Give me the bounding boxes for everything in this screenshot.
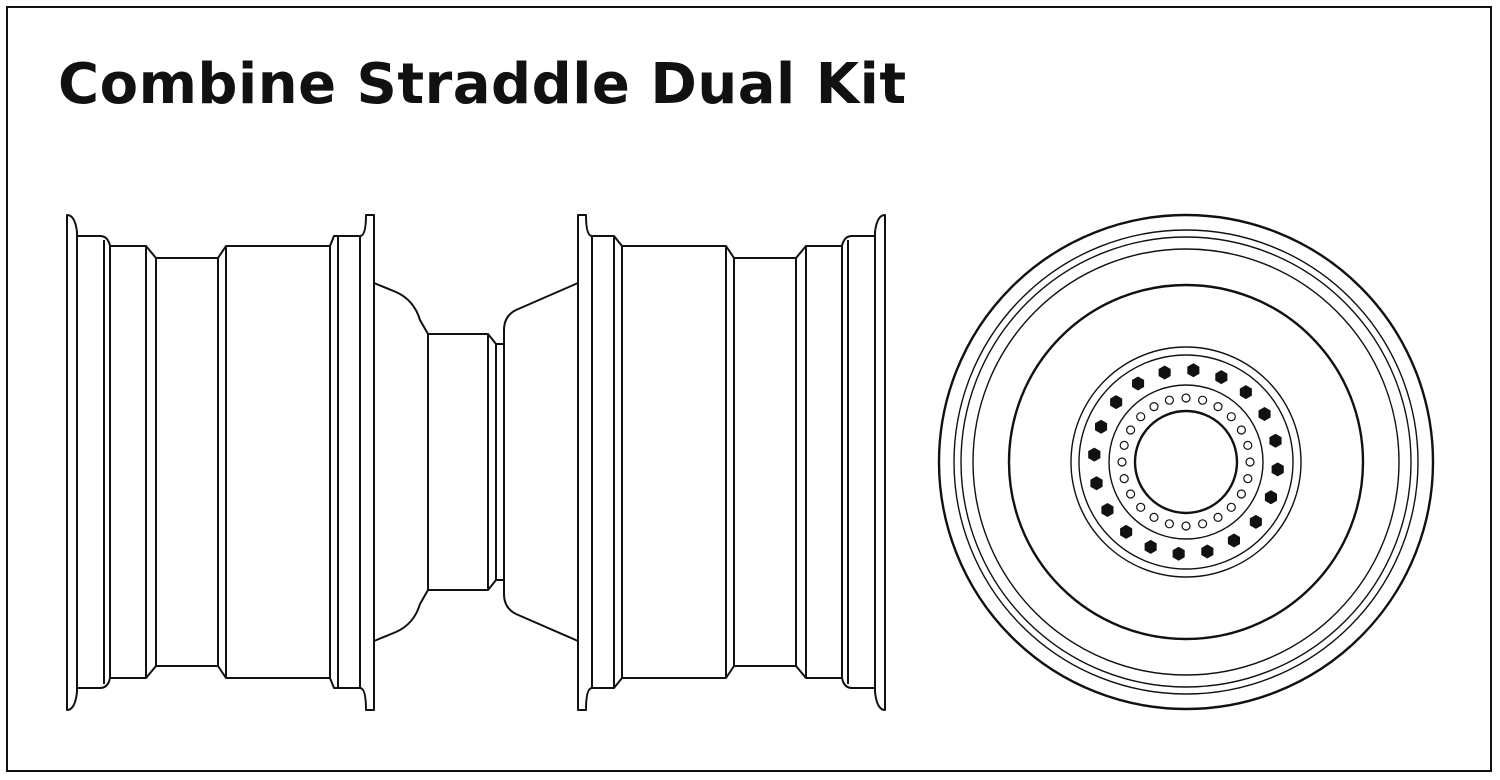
wheel-front-view: [937, 213, 1435, 711]
front-view-stud-ring: [1108, 384, 1264, 540]
stud-hole-icon: [1181, 521, 1191, 531]
stud-hole-icon: [1149, 402, 1159, 412]
bolt-icon: [1101, 503, 1114, 517]
stud-hole-icon: [1119, 440, 1129, 450]
bolt-icon: [1271, 462, 1284, 477]
bolt-icon: [1239, 385, 1252, 400]
stud-hole-icon: [1164, 519, 1175, 529]
stud-hole-icon: [1181, 393, 1191, 403]
stud-hole-icon: [1213, 512, 1223, 523]
bolt-icon: [1144, 539, 1157, 554]
hub-barrel: [428, 333, 505, 591]
stud-hole-icon: [1243, 474, 1253, 484]
bolt-icon: [1088, 447, 1101, 462]
front-view-disc-edge: [1007, 283, 1365, 641]
bolt-icon: [1269, 433, 1282, 448]
stud-hole-icon: [1136, 502, 1146, 512]
stud-hole-icon: [1117, 457, 1127, 467]
stud-hole-icon: [1226, 412, 1236, 422]
stud-hole-icon: [1164, 395, 1175, 405]
bolt-icon: [1249, 514, 1262, 529]
diagram-title: Combine Straddle Dual Kit: [58, 52, 907, 117]
right-disc-cone: [503, 282, 579, 642]
front-view-center-bore: [1133, 409, 1239, 515]
bolt-icon: [1201, 544, 1214, 559]
stud-hole-icon: [1119, 474, 1129, 484]
bolt-icon: [1215, 370, 1228, 385]
stud-hole-icon: [1236, 425, 1247, 435]
right-wheel-outer-flange: [874, 214, 886, 711]
bolt-icon: [1187, 363, 1200, 378]
front-view-bolt-ring-outer: [1070, 346, 1302, 578]
stud-holes: [1117, 393, 1255, 531]
stud-hole-icon: [1243, 440, 1253, 450]
front-view-rim-ring: [972, 248, 1400, 676]
bolt-icon: [1258, 407, 1271, 421]
wheel-bolts: [1088, 363, 1284, 561]
left-wheel-rim-outline: [77, 214, 375, 711]
stud-hole-icon: [1226, 502, 1236, 512]
bolt-icon: [1158, 365, 1171, 380]
stud-hole-icon: [1125, 489, 1136, 499]
stud-hole-icon: [1213, 402, 1223, 412]
bolt-icon: [1120, 524, 1133, 539]
bolt-icon: [1090, 476, 1103, 491]
bolt-icon: [1095, 419, 1108, 434]
diagram-frame: [6, 6, 1492, 772]
bolt-icon: [1172, 546, 1185, 561]
left-wheel-side-view: [66, 214, 375, 711]
stud-hole-icon: [1197, 395, 1208, 405]
front-view-outer-rim: [937, 213, 1435, 711]
stud-hole-icon: [1236, 489, 1247, 499]
left-disc-cone: [373, 282, 429, 642]
left-wheel-outer-flange: [66, 214, 78, 711]
bolt-icon: [1132, 376, 1145, 391]
right-wheel-side-view: [577, 214, 886, 711]
front-view-bolt-ring-inner: [1078, 354, 1294, 570]
front-view-rim-ring: [960, 236, 1412, 688]
front-view-rim-ring: [953, 229, 1419, 695]
stud-hole-icon: [1197, 519, 1208, 529]
stud-hole-icon: [1125, 425, 1136, 435]
stud-hole-icon: [1149, 512, 1159, 523]
bolt-icon: [1227, 533, 1240, 548]
bolt-icon: [1264, 490, 1277, 505]
bolt-icon: [1110, 395, 1123, 410]
center-hub-adapter: [373, 282, 579, 642]
stud-hole-icon: [1136, 412, 1146, 422]
stud-hole-icon: [1245, 457, 1255, 467]
